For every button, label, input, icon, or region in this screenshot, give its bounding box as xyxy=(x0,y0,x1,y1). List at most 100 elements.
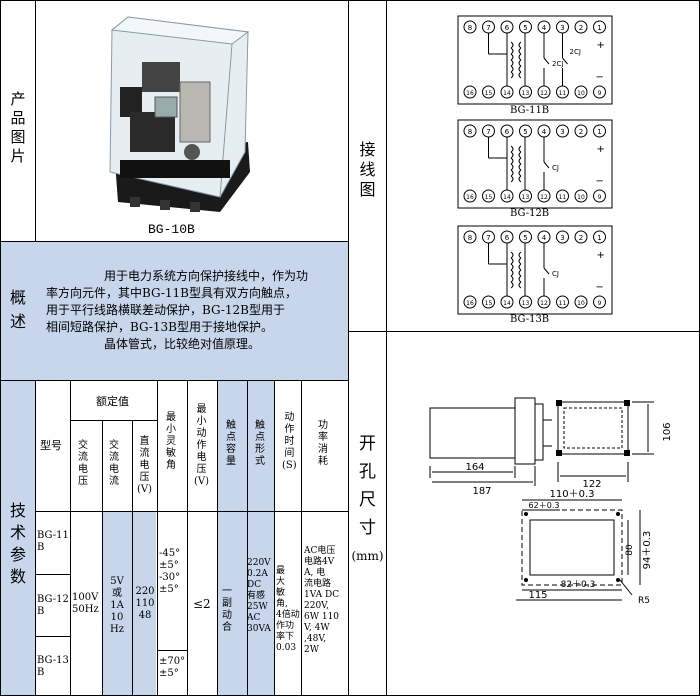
terminal-number: 13 xyxy=(522,194,530,201)
header-dc-voltage: 直流电压(V) xyxy=(137,436,153,495)
terminal xyxy=(574,124,588,138)
terminal-block-2 xyxy=(457,119,613,209)
terminal-number: 11 xyxy=(559,194,567,201)
dim-110: 110＋0.3 xyxy=(550,489,595,500)
dim-94: 94＋0.3 xyxy=(642,531,653,570)
terminal-number: 9 xyxy=(598,300,602,307)
terminal-number: 6 xyxy=(505,128,510,136)
terminal-number: 16 xyxy=(466,90,474,97)
dim-115: 115 xyxy=(528,590,547,601)
terminal-number: 11 xyxy=(559,300,567,307)
cell-ac-current-band xyxy=(102,511,156,695)
terminal-number: 8 xyxy=(468,24,472,32)
dim-82: 82＋0.3 xyxy=(561,579,596,590)
terminal-number: 1 xyxy=(597,234,601,242)
terminal-block-1 xyxy=(457,15,613,105)
terminal xyxy=(556,189,569,203)
header-rated: 额定值 xyxy=(96,395,129,408)
terminal xyxy=(574,189,588,203)
terminal-number: 6 xyxy=(505,24,510,32)
terminal-number: 4 xyxy=(542,24,547,32)
terminal xyxy=(463,295,477,309)
product-photo xyxy=(109,16,250,212)
wiring-label-bg13b: BG-13B xyxy=(510,314,550,325)
minus-sign: − xyxy=(596,282,604,293)
terminal-number: 14 xyxy=(503,194,511,201)
terminal xyxy=(593,295,606,309)
relay-label: CJ xyxy=(552,164,559,172)
terminal xyxy=(574,20,588,34)
terminal-number: 2 xyxy=(579,234,583,242)
terminal-number: 6 xyxy=(505,234,510,242)
terminal xyxy=(463,85,477,99)
terminal xyxy=(463,20,477,34)
terminal-number: 5 xyxy=(523,234,527,242)
terminal xyxy=(593,85,606,99)
wiring-label-bg11b: BG-11B xyxy=(510,105,550,116)
wiring-label-bg12b: BG-12B xyxy=(510,208,550,219)
terminal xyxy=(482,85,495,99)
terminal-number: 15 xyxy=(485,194,493,201)
label-product-picture: 产品 图片 xyxy=(10,90,26,165)
terminal-number: 7 xyxy=(486,128,490,136)
minus-sign: − xyxy=(596,176,604,187)
frame-left xyxy=(0,0,1,696)
contact-form-band xyxy=(247,381,274,695)
terminal-number: 14 xyxy=(503,90,511,97)
header-ac-current: 交流电流 xyxy=(109,440,119,487)
terminal-number: 16 xyxy=(466,300,474,307)
terminal-number: 5 xyxy=(523,24,527,32)
dim-80: 80 xyxy=(625,544,635,556)
terminal xyxy=(574,230,588,244)
minus-sign: − xyxy=(596,72,604,83)
terminal xyxy=(593,189,606,203)
terminal-number: 2 xyxy=(579,128,583,136)
terminal-number: 12 xyxy=(540,90,548,97)
terminal-number: 12 xyxy=(540,194,548,201)
terminal-number: 8 xyxy=(468,234,472,242)
overview-text: 用于电力系统方向保护接线中，作为功 率方向元件，其中BG-11B型具有双方向触点… xyxy=(46,269,309,351)
plus-sign: + xyxy=(597,250,605,261)
terminal-number: 3 xyxy=(560,24,564,32)
relay-label: CJ xyxy=(552,270,559,278)
header-ac-voltage: 交流电压 xyxy=(78,440,88,487)
header-contact-form: 触点形式 xyxy=(255,420,265,467)
terminal xyxy=(556,295,569,309)
terminal-number: 1 xyxy=(597,128,601,136)
terminal-number: 10 xyxy=(577,194,585,201)
terminal-number: 10 xyxy=(577,90,585,97)
terminal xyxy=(556,230,569,244)
terminal-number: 7 xyxy=(486,234,490,242)
terminal-number: 4 xyxy=(542,128,547,136)
terminal xyxy=(463,124,477,138)
terminal-number: 3 xyxy=(560,128,564,136)
terminal-number: 9 xyxy=(598,194,602,201)
plus-sign: + xyxy=(597,144,605,155)
header-model: 型号 xyxy=(40,439,62,452)
terminal xyxy=(556,124,569,138)
terminal-number: 12 xyxy=(540,300,548,307)
header-min-op-voltage: 最小动作电压(V) xyxy=(194,404,210,487)
dim-62: 62＋0.3 xyxy=(529,501,560,510)
label-cutout: 开孔 尺寸 (mm) xyxy=(351,434,384,563)
dim-r5: R5 xyxy=(638,596,650,606)
terminal xyxy=(593,124,606,138)
label-overview: 概述 xyxy=(9,288,26,331)
value-angle-1: -45°±5°-30°±5° xyxy=(159,548,181,595)
row-divider-right xyxy=(348,331,700,332)
terminal-number: 5 xyxy=(523,128,527,136)
row-divider-2 xyxy=(0,380,349,381)
terminal-number: 8 xyxy=(468,128,472,136)
plus-sign: + xyxy=(597,40,605,51)
relay-label: 2CJ xyxy=(552,60,563,68)
header-op-time: 动作时间(S) xyxy=(282,412,297,471)
terminal-number: 4 xyxy=(542,234,547,242)
